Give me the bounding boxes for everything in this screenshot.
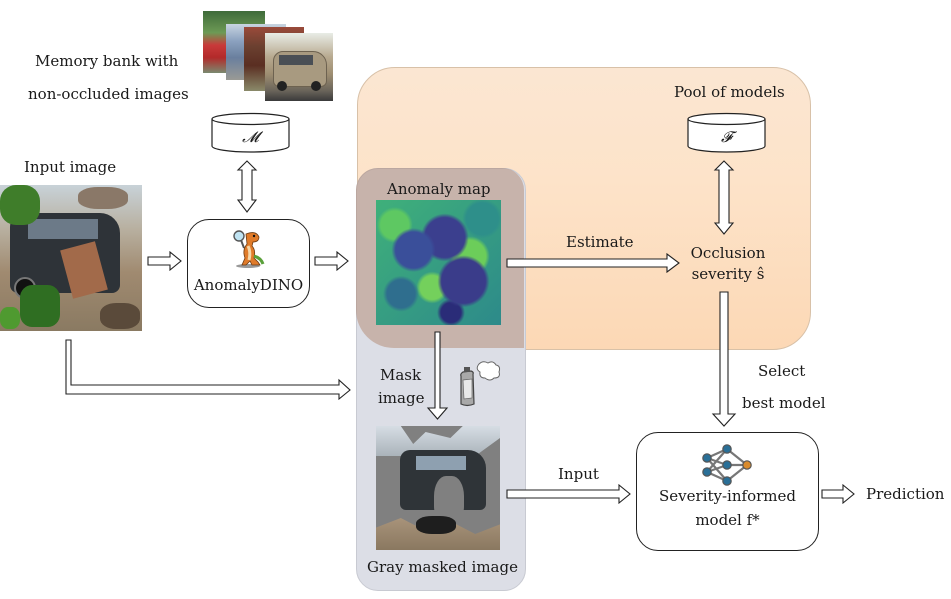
neural-network-icon — [699, 444, 755, 486]
input-edge-label: Input — [558, 465, 599, 483]
pool-of-models-label: Pool of models — [674, 83, 785, 101]
mask-image-label-line2: image — [378, 389, 425, 407]
model-label-line1: Severity-informed — [659, 487, 796, 505]
prediction-label: Prediction — [866, 485, 945, 503]
arrow-input-to-anomalydino — [147, 250, 182, 272]
spray-can-icon — [457, 360, 503, 408]
arrow-select-model — [711, 291, 737, 427]
anomaly-map-image — [376, 200, 501, 325]
model-label-line2: model f* — [695, 511, 760, 529]
arrow-estimate — [506, 252, 680, 274]
arrow-mask — [426, 331, 449, 420]
gray-masked-image — [376, 426, 500, 550]
memory-thumbnail — [265, 33, 333, 101]
anomaly-map-label: Anomaly map — [387, 180, 491, 198]
occlusion-severity-line1: Occlusion — [690, 244, 766, 262]
memory-bank-label-line2: non-occluded images — [28, 85, 189, 103]
estimate-label: Estimate — [566, 233, 634, 251]
arrow-pool-bidirectional — [713, 160, 735, 235]
anomalydino-box: AnomalyDINO — [187, 219, 310, 308]
gray-masked-image-label: Gray masked image — [367, 558, 518, 576]
memory-bank-symbol: 𝓜 — [242, 128, 259, 146]
select-label-line2: best model — [742, 394, 826, 412]
arrow-memory-bank-bidirectional — [236, 160, 258, 213]
mask-image-label-line1: Mask — [380, 366, 422, 384]
arrow-input-to-mask — [65, 339, 351, 401]
pool-cylinder: 𝓕 — [687, 112, 766, 153]
memory-bank-cylinder: 𝓜 — [211, 112, 290, 153]
arrow-to-prediction — [821, 483, 855, 505]
input-image — [0, 185, 142, 331]
input-image-label: Input image — [24, 158, 117, 176]
arrow-anomalydino-to-map — [314, 250, 349, 272]
memory-bank-label-line1: Memory bank with — [35, 52, 179, 70]
occlusion-severity-line2: severity ŝ — [691, 265, 765, 283]
arrow-input-to-model — [506, 483, 631, 505]
select-label-line1: Select — [758, 362, 806, 380]
severity-informed-model-box: Severity-informed model f* — [636, 432, 819, 551]
pool-symbol: 𝓕 — [720, 128, 733, 146]
dino-magnifier-icon — [232, 228, 265, 268]
anomalydino-label: AnomalyDINO — [193, 276, 304, 294]
